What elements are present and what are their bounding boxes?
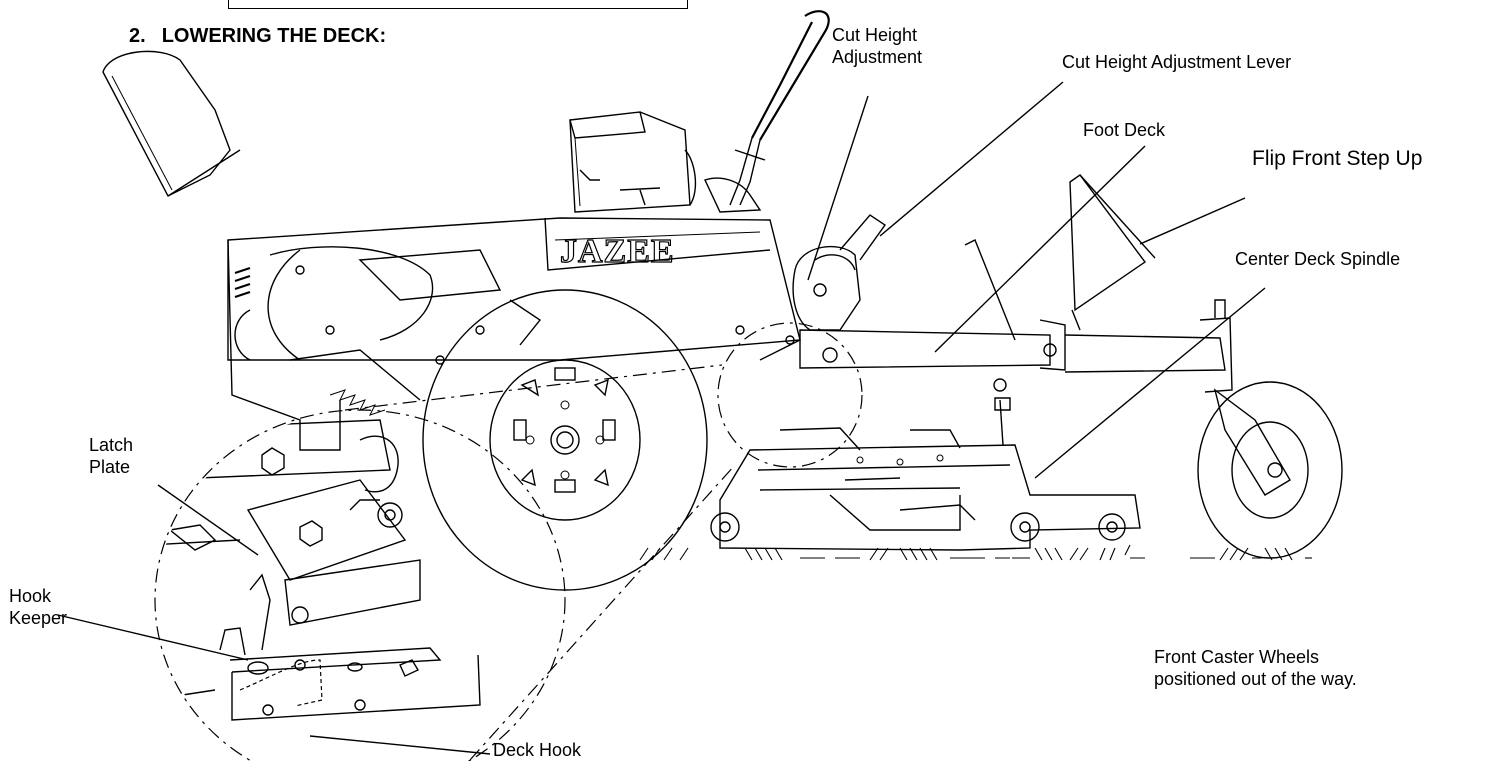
- step-number: 2.: [129, 25, 146, 47]
- label-hook-keeper: Hook Keeper: [9, 586, 68, 628]
- brand-logo: JAZEE: [560, 233, 675, 270]
- step-heading: 2. LOWERING THE DECK:: [129, 24, 386, 48]
- console: [569, 111, 697, 213]
- leader-lines: [57, 81, 1266, 755]
- chassis: [227, 217, 801, 451]
- ground-line: [639, 544, 1312, 561]
- front-caster: [1197, 381, 1343, 559]
- label-cut-height-adjustment: Cut Height Adjustment: [832, 25, 923, 67]
- label-cut-height-adjustment-lever: Cut Height Adjustment Lever: [1062, 52, 1292, 72]
- mower-deck: [710, 397, 1141, 551]
- label-latch-plate: Latch Plate: [89, 435, 134, 477]
- label-deck-hook: Deck Hook: [493, 740, 582, 760]
- label-center-deck-spindle: Center Deck Spindle: [1235, 249, 1401, 269]
- label-flip-front-step-up: Flip Front Step Up: [1252, 147, 1423, 170]
- seat: [102, 50, 241, 197]
- label-foot-deck: Foot Deck: [1083, 120, 1166, 140]
- rear-wheel: [422, 289, 708, 591]
- header-box-edge: [228, 0, 688, 9]
- detail-magnifier: [154, 322, 863, 761]
- label-front-caster-wheels: Front Caster Wheels positioned out of th…: [1154, 647, 1357, 689]
- control-lever: [704, 10, 830, 213]
- cut-height-housing: [792, 214, 886, 331]
- foot-deck-frame: [759, 299, 1233, 393]
- detail-contents: [157, 419, 481, 721]
- step-title: LOWERING THE DECK:: [161, 25, 387, 47]
- flip-front-step: [964, 174, 1156, 341]
